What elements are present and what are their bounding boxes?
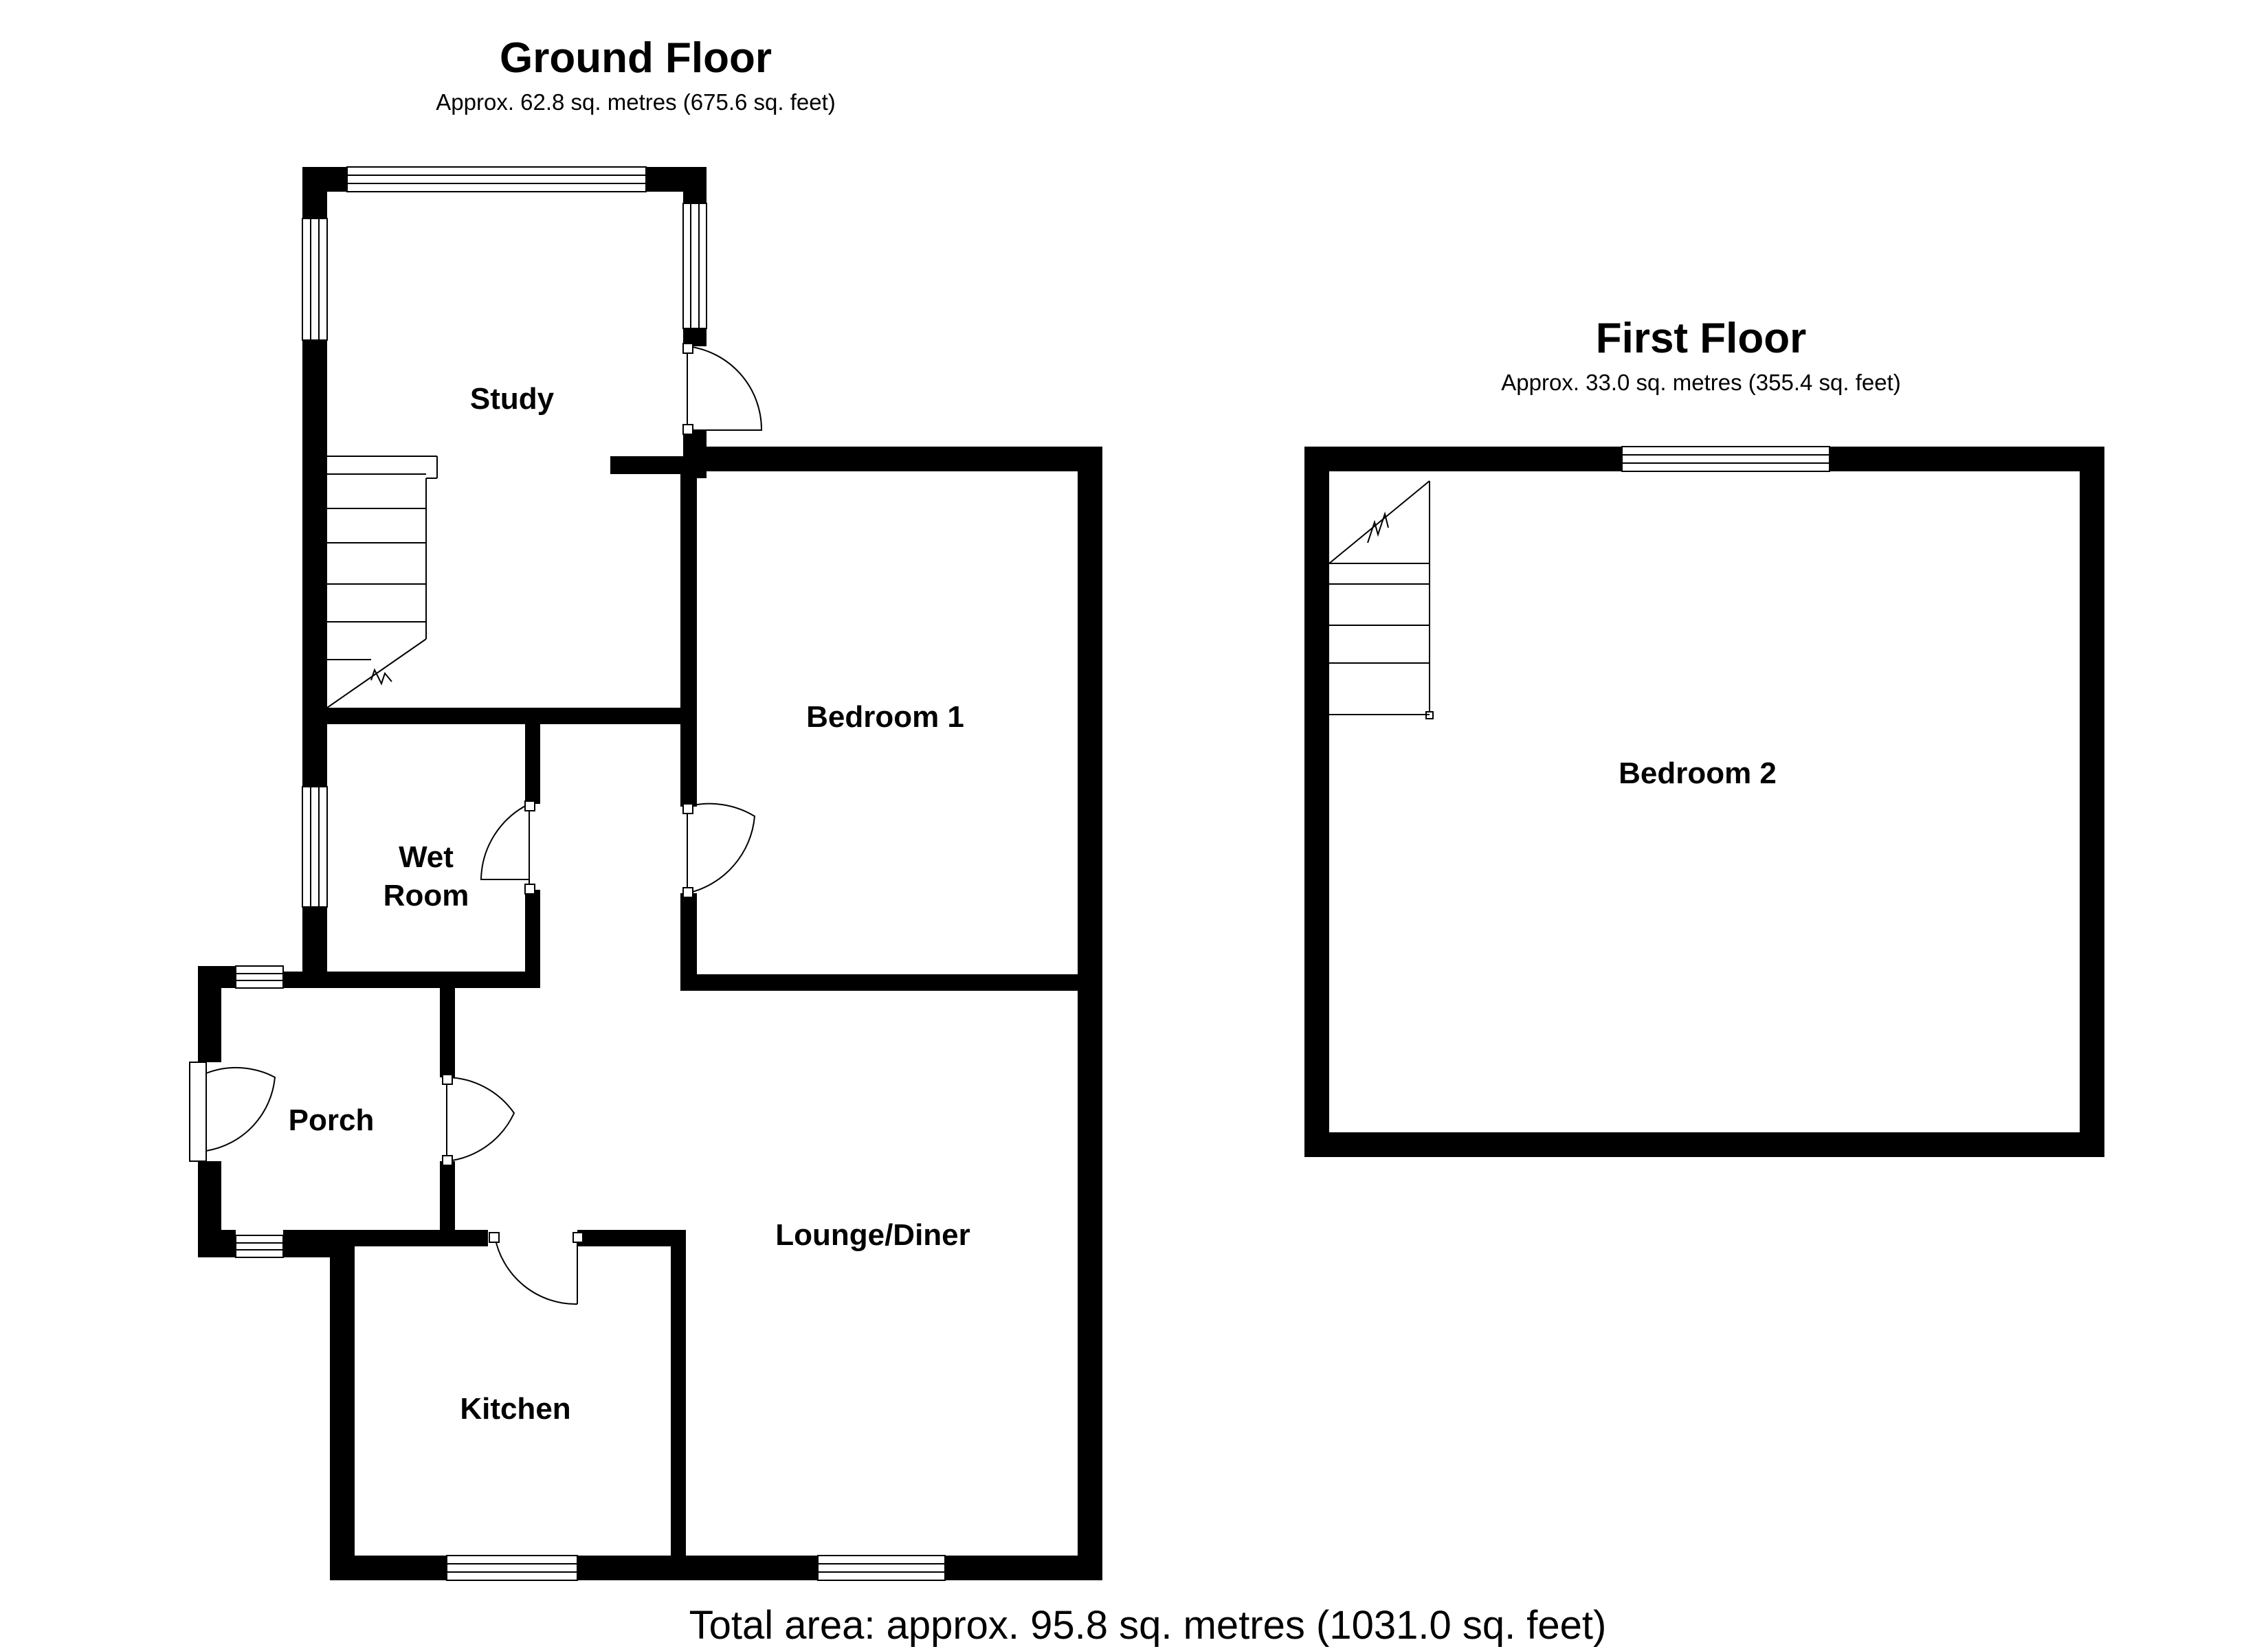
first-floor-title: First Floor [1596,315,1807,362]
room-label-bedroom-1: Bedroom 1 [806,700,964,734]
ground-floor-windows [189,166,946,1581]
first-floor-area: Approx. 33.0 sq. metres (355.4 sq. feet) [1501,370,1900,395]
room-label-kitchen: Kitchen [460,1392,570,1426]
room-label-study: Study [470,382,555,416]
ground-floor-area: Approx. 62.8 sq. metres (675.6 sq. feet) [436,89,835,115]
ground-floor-title: Ground Floor [500,34,772,82]
total-area: Total area: approx. 95.8 sq. metres (103… [689,1603,1607,1648]
ground-floor-walls [198,167,1102,1580]
first-floor-window [1621,446,1830,472]
room-label-bedroom-2: Bedroom 2 [1619,756,1777,790]
room-label-wet-room-line1: Wet [399,840,454,874]
first-floor-walls [1304,447,2104,1157]
ground-floor-stairs [326,456,438,708]
ground-floor-doors [205,343,763,1305]
room-label-porch: Porch [289,1103,375,1137]
room-label-lounge-diner: Lounge/Diner [775,1218,970,1252]
first-floor-stairs [1328,480,1434,719]
room-label-wet-room-line2: Room [383,879,469,912]
